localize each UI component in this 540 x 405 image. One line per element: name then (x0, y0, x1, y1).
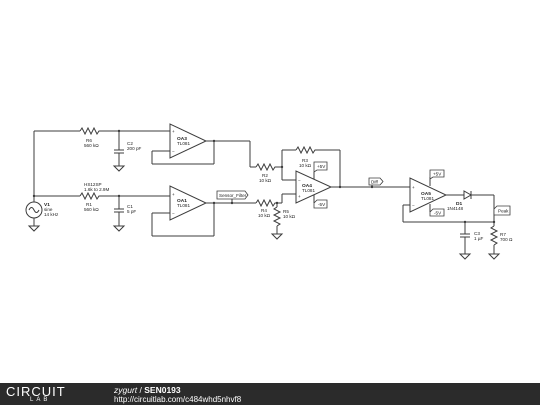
c3-name: C3 (474, 231, 480, 236)
r2-name: R2 (262, 173, 268, 178)
svg-text:+: + (412, 185, 415, 190)
ground-c2 (112, 165, 126, 172)
c1-name: C1 (127, 204, 133, 209)
probe-range: 1.6k to 2.9M (84, 187, 109, 192)
ground-v1 (27, 225, 41, 232)
oa4-pos-label: +5V (317, 164, 326, 169)
d1-name: D1 (456, 201, 462, 207)
opamp-oa1[interactable]: + − (151, 185, 256, 237)
logo-main-text: CIRCUIT (6, 384, 66, 399)
svg-text:−: − (172, 211, 175, 216)
footer-bar: CIRCUIT LAB zygurt / SEN0193 http://circ… (0, 383, 540, 405)
oa5-model: TL081 (421, 196, 434, 201)
sensor-filter-label: Sensor_Filter (219, 193, 247, 198)
r7-name: R7 (500, 232, 506, 237)
resistor-r6[interactable] (79, 126, 101, 136)
schematic-canvas[interactable]: R6 560 kΩ C2 200 pF + − OA3 TL081 HS12SP… (0, 0, 540, 383)
net-label-sensor-filter[interactable] (216, 190, 249, 205)
oa4-neg-label: -5V (318, 202, 326, 207)
net-label-peak[interactable] (493, 205, 511, 216)
bottom-input-wire (32, 194, 170, 198)
r4-value: 10 kΩ (258, 213, 271, 218)
r5-name: R5 (283, 209, 289, 214)
ground-r7 (487, 253, 501, 260)
svg-text:+: + (172, 192, 175, 197)
c2-value: 200 pF (127, 146, 141, 151)
v1-freq: 14 kHz (44, 212, 59, 217)
r5-value: 10 kΩ (283, 214, 296, 219)
oa1-model: TL081 (177, 203, 190, 208)
circuit-url-link[interactable]: http://circuitlab.com/c484whd5nhvf8 (114, 395, 242, 404)
credit-separator: / (137, 385, 145, 395)
supply-oa4-pos[interactable] (313, 161, 328, 173)
resistor-r5[interactable] (272, 201, 282, 234)
svg-text:+: + (172, 129, 175, 134)
v1-type: sine (44, 207, 53, 212)
peak-label: Peak (498, 209, 509, 214)
r1-name: R1 (86, 202, 92, 207)
capacitor-c1[interactable] (114, 194, 124, 226)
opamp-oa4[interactable]: − + (295, 170, 410, 204)
resistor-r4[interactable] (255, 193, 296, 208)
ground-r5 (270, 233, 284, 240)
probe-name: HS12SP (84, 182, 102, 187)
r6-value: 560 kΩ (84, 143, 99, 148)
oa1-name: OA1 (177, 198, 187, 204)
r2-value: 10 kΩ (259, 178, 272, 183)
oa5-pos-label: +5V (433, 172, 442, 177)
oa4-name: OA4 (302, 183, 312, 189)
capacitor-c2[interactable] (114, 129, 124, 166)
diff-label: Diff (371, 180, 379, 185)
r3-value: 10 kΩ (299, 163, 312, 168)
c3-value: 1 µF (474, 236, 483, 241)
r4-name: R4 (261, 208, 267, 213)
c1-value: 5 pF (127, 209, 136, 214)
author-name[interactable]: zygurt (114, 385, 138, 395)
oa3-name: OA3 (177, 136, 187, 142)
d1-model: 1N4148 (447, 206, 464, 211)
oa5-neg-label: -5V (434, 211, 442, 216)
svg-text:−: − (412, 203, 415, 208)
voltage-source-v1[interactable] (25, 196, 43, 226)
opamp-oa3[interactable]: + − (151, 123, 250, 165)
capacitor-c3[interactable] (460, 220, 470, 254)
credit-line: zygurt / SEN0193 (114, 385, 181, 395)
oa3-model: TL081 (177, 141, 190, 146)
svg-text:+: + (298, 194, 301, 199)
resistor-r3[interactable] (281, 145, 341, 187)
r1-value: 560 kΩ (84, 207, 99, 212)
top-input-wire (33, 130, 170, 196)
wire-oa3-to-r2 (249, 141, 256, 168)
ground-c1 (112, 225, 126, 232)
v1-name: V1 (44, 202, 50, 208)
supply-oa5-pos[interactable] (429, 169, 445, 180)
oa5-name: OA5 (421, 191, 431, 197)
svg-text:−: − (298, 178, 301, 183)
wire-r2-to-oa4-minus (280, 165, 296, 181)
opamp-oa5[interactable]: + − (402, 177, 494, 223)
oa4-model: TL081 (302, 188, 315, 193)
circuit-title[interactable]: SEN0193 (144, 385, 181, 395)
circuitlab-logo[interactable]: CIRCUIT LAB (6, 385, 98, 403)
c2-name: C2 (127, 141, 133, 146)
net-label-diff[interactable] (368, 177, 384, 189)
svg-text:−: − (172, 149, 175, 154)
logo-sub-text: LAB (30, 397, 51, 403)
supply-oa5-neg[interactable] (429, 208, 445, 217)
diode-d1[interactable] (463, 190, 494, 200)
resistor-r1[interactable] (79, 191, 101, 201)
resistor-r2[interactable] (255, 162, 282, 172)
r6-name: R6 (86, 138, 92, 143)
ground-c3 (458, 253, 472, 260)
supply-oa4-neg[interactable] (313, 199, 328, 209)
r3-name: R3 (302, 158, 308, 163)
resistor-r7[interactable] (489, 195, 499, 254)
r7-value: 700 Ω (500, 237, 513, 242)
